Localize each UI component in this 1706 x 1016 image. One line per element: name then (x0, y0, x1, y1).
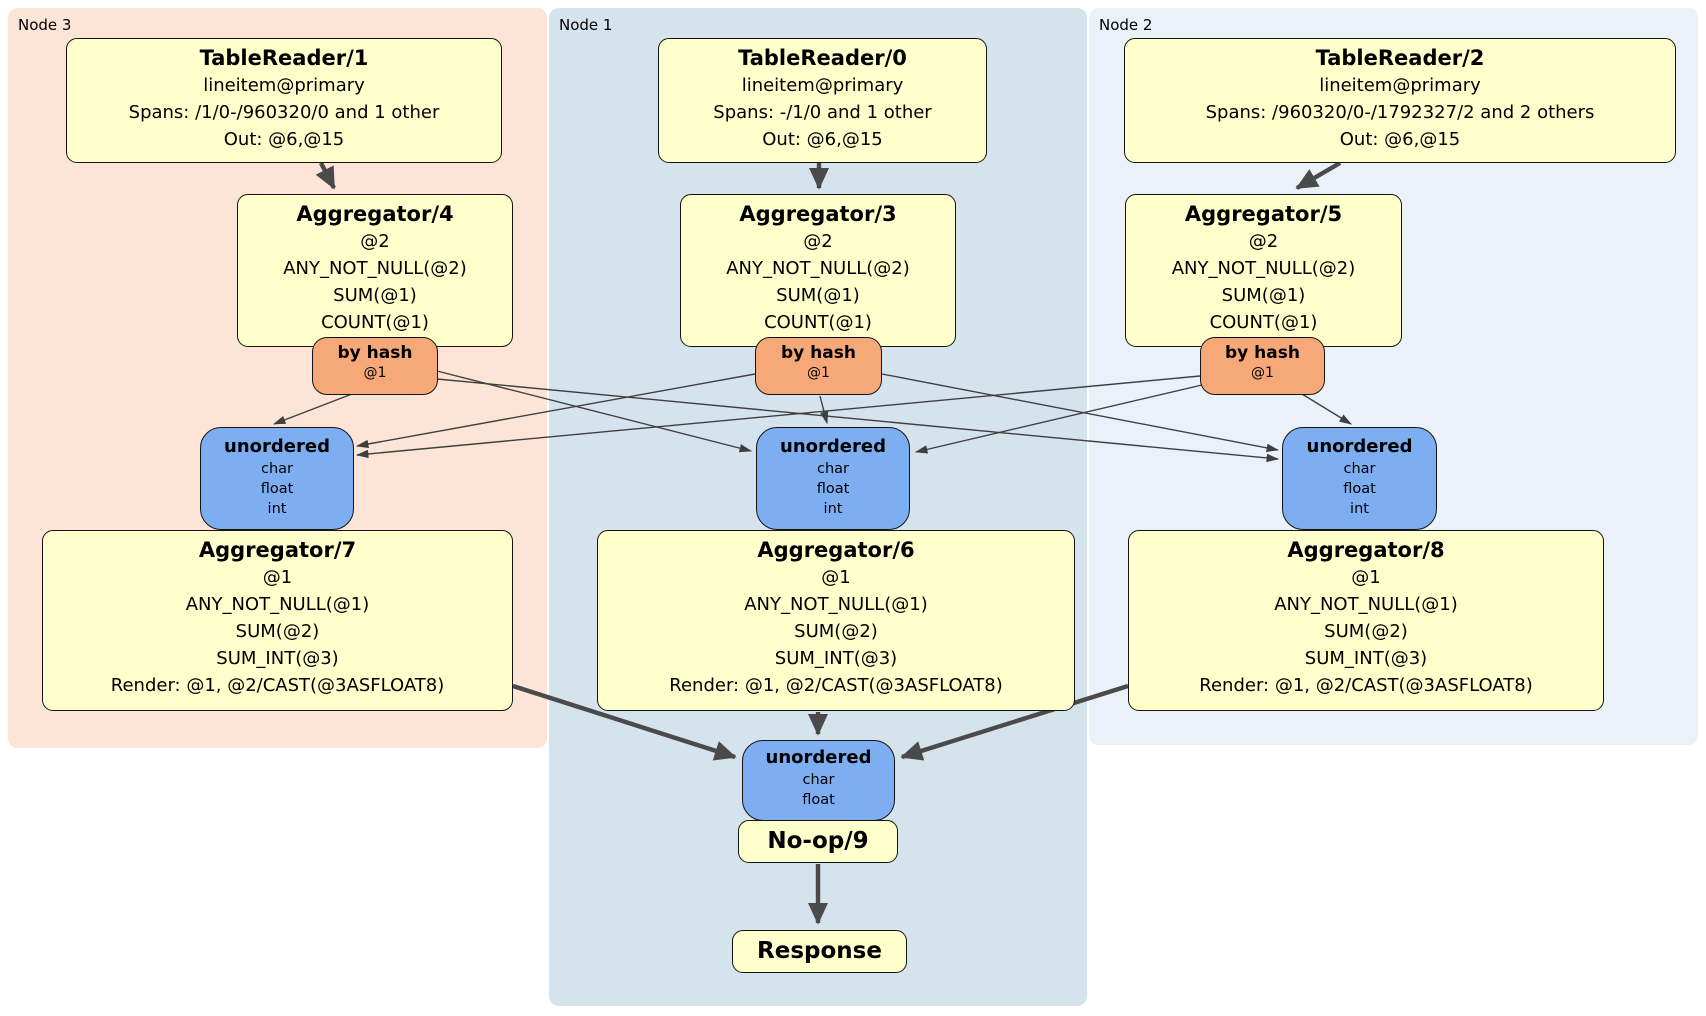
synchronizer-column: float (260, 481, 294, 497)
processor-detail: SUM_INT(@3) (216, 648, 339, 669)
synchronizer-title: unordered (765, 747, 872, 768)
processor-detail: @2 (360, 231, 390, 252)
synchronizer-column: int (823, 501, 843, 517)
node-group-3-label: Node 3 (18, 16, 72, 34)
processor-aggregator-5: Aggregator/5 @2 ANY_NOT_NULL(@2) SUM(@1)… (1125, 194, 1402, 347)
synchronizer-column: char (802, 772, 835, 788)
processor-detail: ANY_NOT_NULL(@2) (283, 258, 467, 279)
processor-detail: lineitem@primary (203, 75, 365, 96)
processor-detail: ANY_NOT_NULL(@1) (1274, 594, 1458, 615)
processor-detail: Out: @6,@15 (762, 129, 883, 150)
flow-edges (315, 161, 1342, 925)
router-stream-edges (272, 370, 1352, 463)
processor-detail: @1 (1351, 567, 1381, 588)
processor-response: Response (732, 930, 907, 973)
processor-title: Aggregator/6 (757, 538, 915, 562)
processor-noop-9: No-op/9 (738, 820, 898, 863)
processor-aggregator-3: Aggregator/3 @2 ANY_NOT_NULL(@2) SUM(@1)… (680, 194, 956, 347)
processor-tablereader-1: TableReader/1 lineitem@primary Spans: /1… (66, 38, 502, 163)
router-by-hash-4: by hash @1 (312, 337, 438, 395)
processor-title: Response (757, 938, 882, 964)
synchronizer-title: unordered (780, 436, 886, 457)
processor-aggregator-4: Aggregator/4 @2 ANY_NOT_NULL(@2) SUM(@1)… (237, 194, 513, 347)
synchronizer-column: char (1343, 461, 1376, 477)
processor-detail: SUM_INT(@3) (774, 648, 898, 669)
router-key: @1 (363, 365, 387, 381)
processor-detail: COUNT(@1) (321, 312, 429, 333)
processor-title: TableReader/1 (199, 46, 369, 70)
processor-detail: COUNT(@1) (1209, 312, 1318, 333)
processor-title: Aggregator/3 (739, 202, 897, 226)
processor-title: Aggregator/7 (198, 538, 357, 562)
processor-detail: SUM(@1) (1221, 285, 1306, 306)
processor-detail: ANY_NOT_NULL(@1) (744, 594, 928, 615)
processor-title: No-op/9 (767, 828, 869, 854)
processor-detail: SUM(@1) (776, 285, 860, 306)
synchronizer-column: float (816, 481, 850, 497)
router-by-hash-3: by hash @1 (755, 337, 882, 395)
processor-detail: @2 (1248, 231, 1279, 252)
processor-detail: @1 (262, 567, 293, 588)
processor-detail: SUM(@2) (794, 621, 878, 642)
synchronizer-column: int (1350, 501, 1369, 517)
processor-detail: ANY_NOT_NULL(@2) (726, 258, 910, 279)
processor-title: Aggregator/5 (1184, 202, 1343, 226)
processor-detail: COUNT(@1) (764, 312, 872, 333)
processor-detail: Render: @1, @2/CAST(@3ASFLOAT8) (1199, 675, 1533, 696)
processor-detail: Spans: /960320/0-/1792327/2 and 2 others (1205, 102, 1595, 123)
processor-detail: SUM(@2) (1324, 621, 1408, 642)
synchronizer-column: char (816, 461, 849, 477)
processor-tablereader-2: TableReader/2 lineitem@primary Spans: /9… (1124, 38, 1676, 163)
router-title: by hash (781, 343, 856, 363)
synchronizer-unordered-7: unordered char float int (200, 427, 354, 530)
processor-detail: @2 (803, 231, 833, 252)
processor-detail: lineitem@primary (741, 75, 904, 96)
synchronizer-column: char (260, 461, 293, 477)
processor-detail: Render: @1, @2/CAST(@3ASFLOAT8) (669, 675, 1003, 696)
router-by-hash-5: by hash @1 (1200, 337, 1325, 395)
synchronizer-column: float (802, 792, 835, 808)
processor-title: TableReader/2 (1315, 46, 1485, 70)
processor-detail: Out: @6,@15 (223, 129, 345, 150)
processor-title: TableReader/0 (738, 46, 907, 70)
processor-detail: Spans: -/1/0 and 1 other (713, 102, 932, 123)
processor-detail: ANY_NOT_NULL(@2) (1171, 258, 1356, 279)
node-group-1-label: Node 1 (559, 16, 613, 34)
processor-title: Aggregator/8 (1287, 538, 1445, 562)
processor-tablereader-0: TableReader/0 lineitem@primary Spans: -/… (658, 38, 987, 163)
synchronizer-unordered-8: unordered char float int (1282, 427, 1437, 530)
router-key: @1 (1251, 365, 1274, 381)
router-title: by hash (1225, 343, 1300, 363)
processor-detail: lineitem@primary (1319, 75, 1481, 96)
processor-aggregator-8: Aggregator/8 @1 ANY_NOT_NULL(@1) SUM(@2)… (1128, 530, 1604, 711)
synchronizer-column: float (1343, 481, 1376, 497)
router-key: @1 (807, 365, 830, 381)
node-group-2-label: Node 2 (1099, 16, 1153, 34)
processor-title: Aggregator/4 (296, 202, 454, 226)
processor-detail: Render: @1, @2/CAST(@3ASFLOAT8) (110, 675, 445, 696)
processor-aggregator-6: Aggregator/6 @1 ANY_NOT_NULL(@1) SUM(@2)… (597, 530, 1075, 711)
processor-detail: @1 (821, 567, 851, 588)
synchronizer-unordered-6: unordered char float int (756, 427, 910, 530)
synchronizer-title: unordered (1306, 436, 1413, 457)
processor-detail: SUM(@1) (333, 285, 417, 306)
router-title: by hash (337, 343, 413, 363)
synchronizer-column: int (267, 501, 287, 517)
processor-detail: Spans: /1/0-/960320/0 and 1 other (128, 102, 440, 123)
synchronizer-unordered-9: unordered char float (742, 740, 895, 821)
synchronizer-title: unordered (224, 436, 330, 457)
processor-detail: SUM_INT(@3) (1304, 648, 1428, 669)
processor-detail: Out: @6,@15 (1339, 129, 1461, 150)
processor-aggregator-7: Aggregator/7 @1 ANY_NOT_NULL(@1) SUM(@2)… (42, 530, 513, 711)
processor-detail: SUM(@2) (235, 621, 320, 642)
processor-detail: ANY_NOT_NULL(@1) (185, 594, 370, 615)
